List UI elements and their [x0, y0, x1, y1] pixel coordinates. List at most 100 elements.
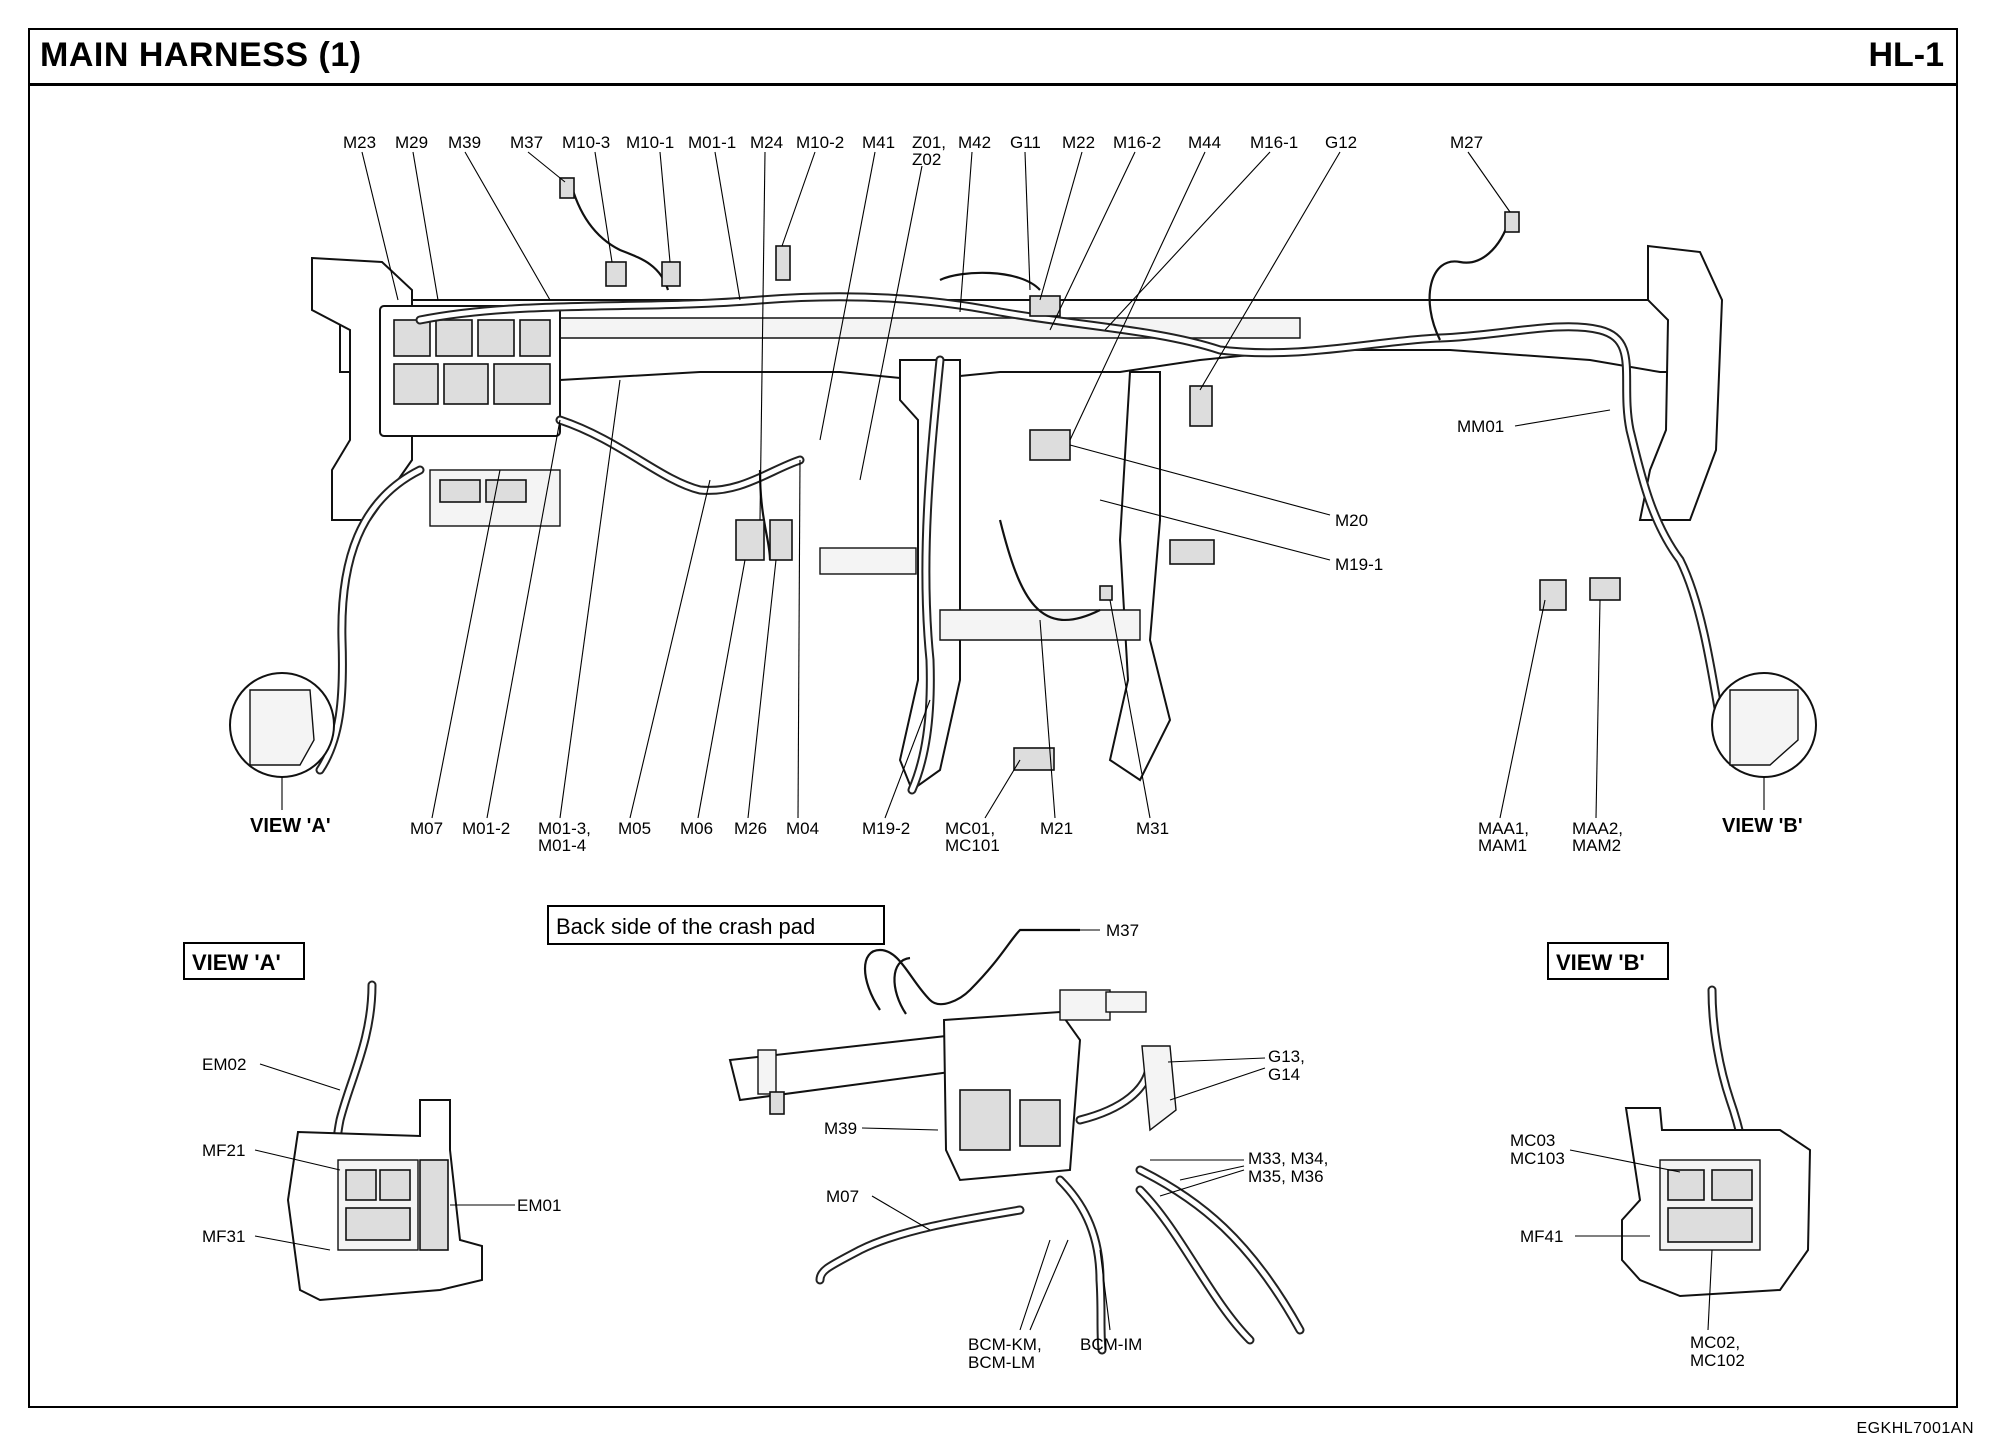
label-m07-crash: M07 [826, 1187, 859, 1206]
connector-maa2 [1589, 577, 1621, 601]
label-mam1: MAM1 [1478, 836, 1527, 855]
crash-pad-wire-loop [893, 956, 911, 1015]
label-m41: M41 [862, 133, 895, 152]
label-m35-m36: M35, M36 [1248, 1167, 1324, 1186]
junction-box [379, 305, 561, 527]
center-support-right [1108, 371, 1172, 782]
view-b-detail [1729, 689, 1799, 766]
harness-center-branch [555, 415, 805, 495]
label-m44: M44 [1188, 133, 1221, 152]
connector-m10-3 [605, 261, 627, 287]
label-m31: M31 [1136, 819, 1169, 838]
label-m29: M29 [395, 133, 428, 152]
view-a-panel: VIEW 'A' EM02 MF21 EM01 MF31 [183, 942, 561, 1302]
top-labels: M23 M29 M39 M37 M10-3 M10-1 M01-1 M24 M1… [343, 133, 1483, 169]
wire-m42 [939, 271, 1041, 291]
crash-pad-bundle-left [815, 1205, 1025, 1285]
view-b-callout: VIEW 'B' [1722, 815, 1803, 837]
label-g11: G11 [1010, 133, 1041, 152]
label-maa2: MAA2, [1572, 819, 1623, 838]
label-m19-1: M19-1 [1335, 555, 1383, 574]
label-bcm-lm: BCM-LM [968, 1353, 1035, 1372]
ground-bracket-g13 [1141, 1045, 1177, 1132]
label-m07: M07 [410, 819, 443, 838]
label-m10-1: M10-1 [626, 133, 674, 152]
view-b-title: VIEW 'B' [1556, 950, 1645, 975]
label-m23: M23 [343, 133, 376, 152]
label-m19-2: M19-2 [862, 819, 910, 838]
label-g12: G12 [1325, 133, 1357, 152]
right-labels: MM01 M20 M19-1 [1069, 409, 1611, 574]
label-mm01: MM01 [1457, 417, 1504, 436]
label-m37-crash: M37 [1106, 921, 1139, 940]
label-m01-3: M01-3, [538, 819, 591, 838]
label-bcm-im: BCM-IM [1080, 1335, 1142, 1354]
connector-m19-1 [1169, 539, 1215, 565]
label-m16-2: M16-2 [1113, 133, 1161, 152]
connector-m10-1 [661, 261, 681, 287]
label-m01-2: M01-2 [462, 819, 510, 838]
label-m04: M04 [786, 819, 819, 838]
label-m27: M27 [1450, 133, 1483, 152]
label-maa1: MAA1, [1478, 819, 1529, 838]
label-mc02: MC02, [1690, 1333, 1740, 1352]
crash-pad-title: Back side of the crash pad [556, 914, 815, 939]
label-m42: M42 [958, 133, 991, 152]
wire-m37 [568, 179, 670, 291]
top-leaders [361, 151, 1511, 521]
label-m33-m34: M33, M34, [1248, 1149, 1328, 1168]
connector-m10-2 [775, 245, 791, 281]
crash-pad-wire-m37 [863, 928, 1080, 1011]
label-mf31: MF31 [202, 1227, 245, 1246]
label-m01-1: M01-1 [688, 133, 736, 152]
label-mc103: MC103 [1510, 1149, 1565, 1168]
drawing-frame [28, 28, 1958, 1408]
connector-m22 [1029, 295, 1061, 317]
wire-m21 [998, 519, 1101, 622]
view-a-detail [249, 689, 315, 766]
view-b-panel: VIEW 'B' MC03 MC103 MF41 MC02, MC102 [1510, 942, 1812, 1370]
label-mf21: MF21 [202, 1141, 245, 1160]
right-end-bracket [1638, 244, 1724, 521]
label-mc03: MC03 [1510, 1131, 1555, 1150]
beam-ridge [559, 317, 1301, 339]
label-mc102: MC102 [1690, 1351, 1745, 1370]
label-z01: Z01, [912, 133, 946, 152]
label-m16-1: M16-1 [1250, 133, 1298, 152]
label-m20: M20 [1335, 511, 1368, 530]
bottom-labels: M07 M01-2 M01-3, M01-4 M05 M06 M26 M04 M… [410, 819, 1623, 855]
label-g14: G14 [1268, 1065, 1300, 1084]
label-m21: M21 [1040, 819, 1073, 838]
page-header: MAIN HARNESS (1) HL-1 [28, 28, 1958, 86]
wire-m27 [1428, 217, 1512, 341]
label-m39-crash: M39 [824, 1119, 857, 1138]
label-mam2: MAM2 [1572, 836, 1621, 855]
connector-m16-1 [1189, 385, 1213, 427]
view-a-title: VIEW 'A' [192, 950, 281, 975]
label-bcm-km: BCM-KM, [968, 1335, 1042, 1354]
label-m22: M22 [1062, 133, 1095, 152]
label-m10-2: M10-2 [796, 133, 844, 152]
label-mf41: MF41 [1520, 1227, 1563, 1246]
label-z02: Z02 [912, 150, 941, 169]
connector-m19-2 [819, 547, 917, 575]
connector-m27 [1504, 211, 1520, 233]
label-em02: EM02 [202, 1055, 246, 1074]
label-m05: M05 [618, 819, 651, 838]
label-mc101: MC101 [945, 836, 1000, 855]
connector-m31 [1099, 585, 1113, 601]
page-id: HL-1 [1868, 36, 1944, 74]
connector-mc01 [1013, 747, 1055, 771]
figure-code: EGKHL7001AN [1856, 1420, 1974, 1437]
connector-m26 [735, 519, 765, 561]
label-m10-3: M10-3 [562, 133, 610, 152]
main-harness-view: VIEW 'A' VIEW 'B' M23 M2 [229, 133, 1817, 855]
connector-m20 [1029, 429, 1071, 461]
crash-pad-panel: Back side of the crash pad [547, 905, 1328, 1372]
label-m01-4: M01-4 [538, 836, 586, 855]
label-m26: M26 [734, 819, 767, 838]
page-title: MAIN HARNESS (1) [40, 36, 362, 74]
label-g13: G13, [1268, 1047, 1305, 1066]
label-mc01: MC01, [945, 819, 995, 838]
